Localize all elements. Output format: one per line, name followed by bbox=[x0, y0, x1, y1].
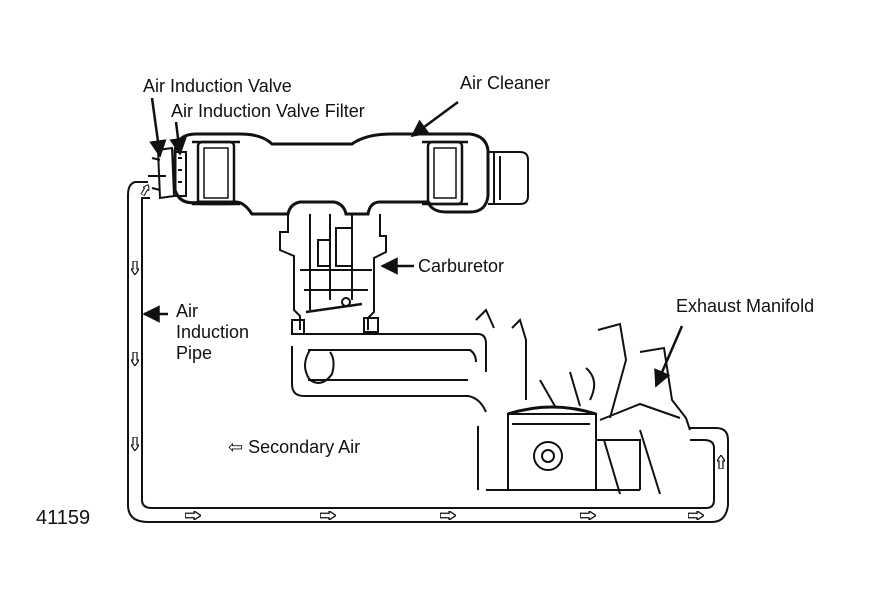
intake-manifold bbox=[291, 333, 487, 413]
air-cleaner-snorkel bbox=[488, 151, 529, 205]
label-air-induction-pipe-line1: Air bbox=[176, 301, 198, 321]
leader-air-induction-valve bbox=[149, 97, 167, 158]
carburetor bbox=[279, 212, 387, 335]
engine-cylinder bbox=[475, 308, 641, 491]
leader-air-induction-valve-filter bbox=[169, 121, 187, 156]
label-air-induction-pipe-line2: Induction bbox=[176, 322, 250, 342]
leader-exhaust-manifold bbox=[654, 325, 684, 388]
exhaust-manifold bbox=[585, 322, 691, 495]
label-air-cleaner: Air Cleaner bbox=[460, 73, 551, 93]
air-cleaner-filter-left bbox=[192, 140, 240, 206]
label-exhaust-manifold: Exhaust Manifold bbox=[676, 296, 815, 316]
leader-air-cleaner bbox=[410, 100, 459, 138]
label-air-induction-pipe-line3: Pipe bbox=[176, 343, 213, 363]
label-carburetor: Carburetor bbox=[418, 256, 505, 276]
label-air-induction-valve-filter: Air Induction Valve Filter bbox=[171, 101, 365, 121]
secondary-air-arrow-icon: ⇦ bbox=[228, 437, 244, 457]
air-induction-pipe bbox=[127, 181, 729, 523]
label-air-induction-valve: Air Induction Valve bbox=[143, 76, 292, 96]
flow-arrows bbox=[131, 182, 725, 520]
figure-number: 41159 bbox=[36, 507, 91, 529]
label-secondary-air: Secondary Air bbox=[248, 437, 361, 457]
legend-secondary-air: ⇦ Secondary Air bbox=[228, 437, 360, 458]
air-cleaner-housing bbox=[173, 132, 490, 216]
air-cleaner-filter-right bbox=[422, 140, 468, 206]
leader-arrows bbox=[142, 97, 684, 388]
